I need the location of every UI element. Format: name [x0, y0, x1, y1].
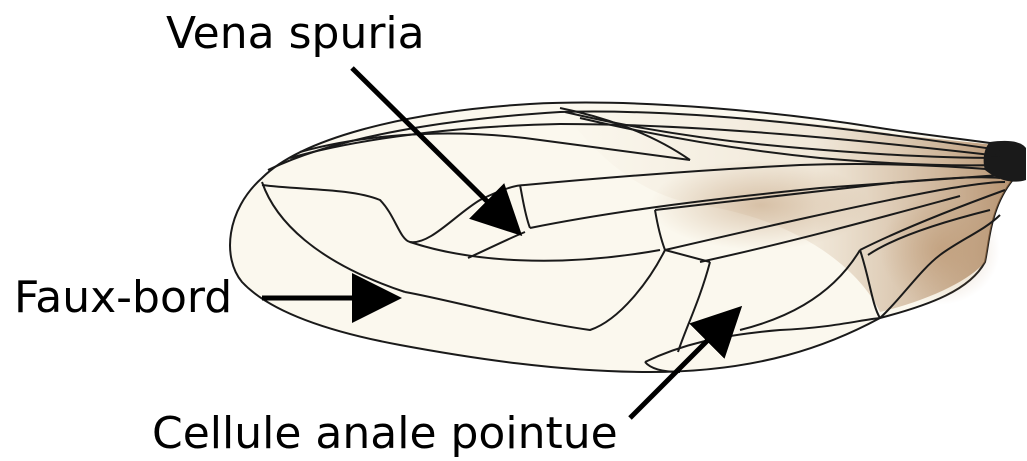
wing-shading-spot [650, 160, 870, 250]
faux-bord-label: Faux-bord [14, 276, 232, 320]
vena-spuria-label: Vena spuria [166, 12, 425, 56]
cellule-anale-label: Cellule anale pointue [152, 412, 618, 456]
